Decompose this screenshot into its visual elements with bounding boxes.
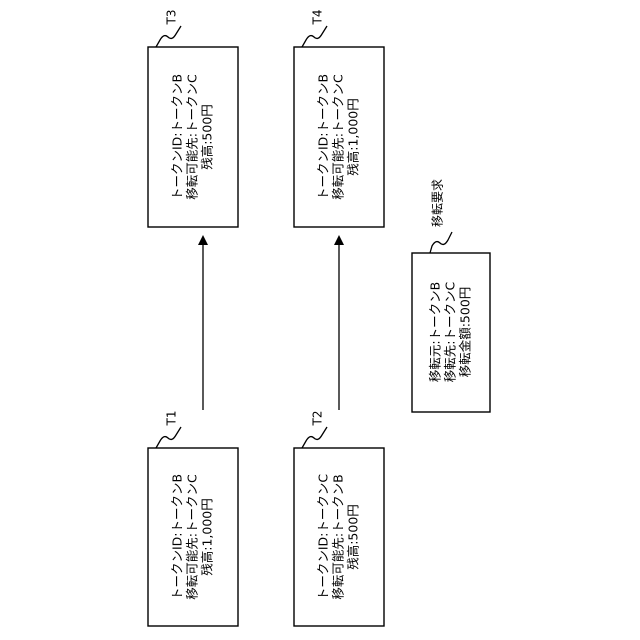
token-box-t3: トークンID:トークンB 移転可能先:トークンC 残高:500円 — [148, 47, 238, 227]
request-line-2: 移転先:トークンC — [443, 282, 458, 383]
t2-line-3: 残高:500円 — [346, 504, 361, 570]
t3-line-1: トークンID:トークンB — [170, 74, 185, 200]
t4-line-2: 移転可能先:トークンC — [331, 74, 346, 200]
transfer-request-box: 移転元:トークンB 移転先:トークンC 移転金額:500円 — [412, 253, 490, 412]
token-box-t4: トークンID:トークンB 移転可能先:トークンC 残高:1,000円 — [294, 47, 384, 227]
t4-line-1: トークンID:トークンB — [316, 74, 331, 200]
t1-line-1: トークンID:トークンB — [170, 474, 185, 600]
t3-line-3: 残高:500円 — [200, 104, 215, 170]
t2-label: T2 — [311, 411, 325, 427]
t4-leader-line — [302, 26, 327, 47]
t2-leader-line — [302, 427, 327, 448]
t1-line-2: 移転可能先:トークンC — [185, 474, 200, 600]
t2-line-1: トークンID:トークンC — [316, 474, 331, 601]
t2-line-2: 移転可能先:トークンB — [331, 474, 346, 599]
t3-label: T3 — [165, 10, 179, 26]
t4-label: T4 — [311, 10, 325, 26]
request-line-3: 移転金額:500円 — [458, 287, 473, 378]
t3-line-2: 移転可能先:トークンC — [185, 74, 200, 200]
request-line-1: 移転元:トークンB — [428, 282, 443, 382]
t4-line-3: 残高:1,000円 — [346, 98, 361, 176]
token-box-t1: トークンID:トークンB 移転可能先:トークンC 残高:1,000円 — [148, 448, 238, 626]
token-box-t2: トークンID:トークンC 移転可能先:トークンB 残高:500円 — [294, 448, 384, 626]
t1-line-3: 残高:1,000円 — [200, 498, 215, 576]
t3-leader-line — [156, 26, 181, 47]
t1-label: T1 — [165, 411, 179, 427]
t1-leader-line — [156, 427, 181, 448]
request-leader-line — [430, 232, 452, 253]
request-label: 移転要求 — [431, 179, 445, 227]
